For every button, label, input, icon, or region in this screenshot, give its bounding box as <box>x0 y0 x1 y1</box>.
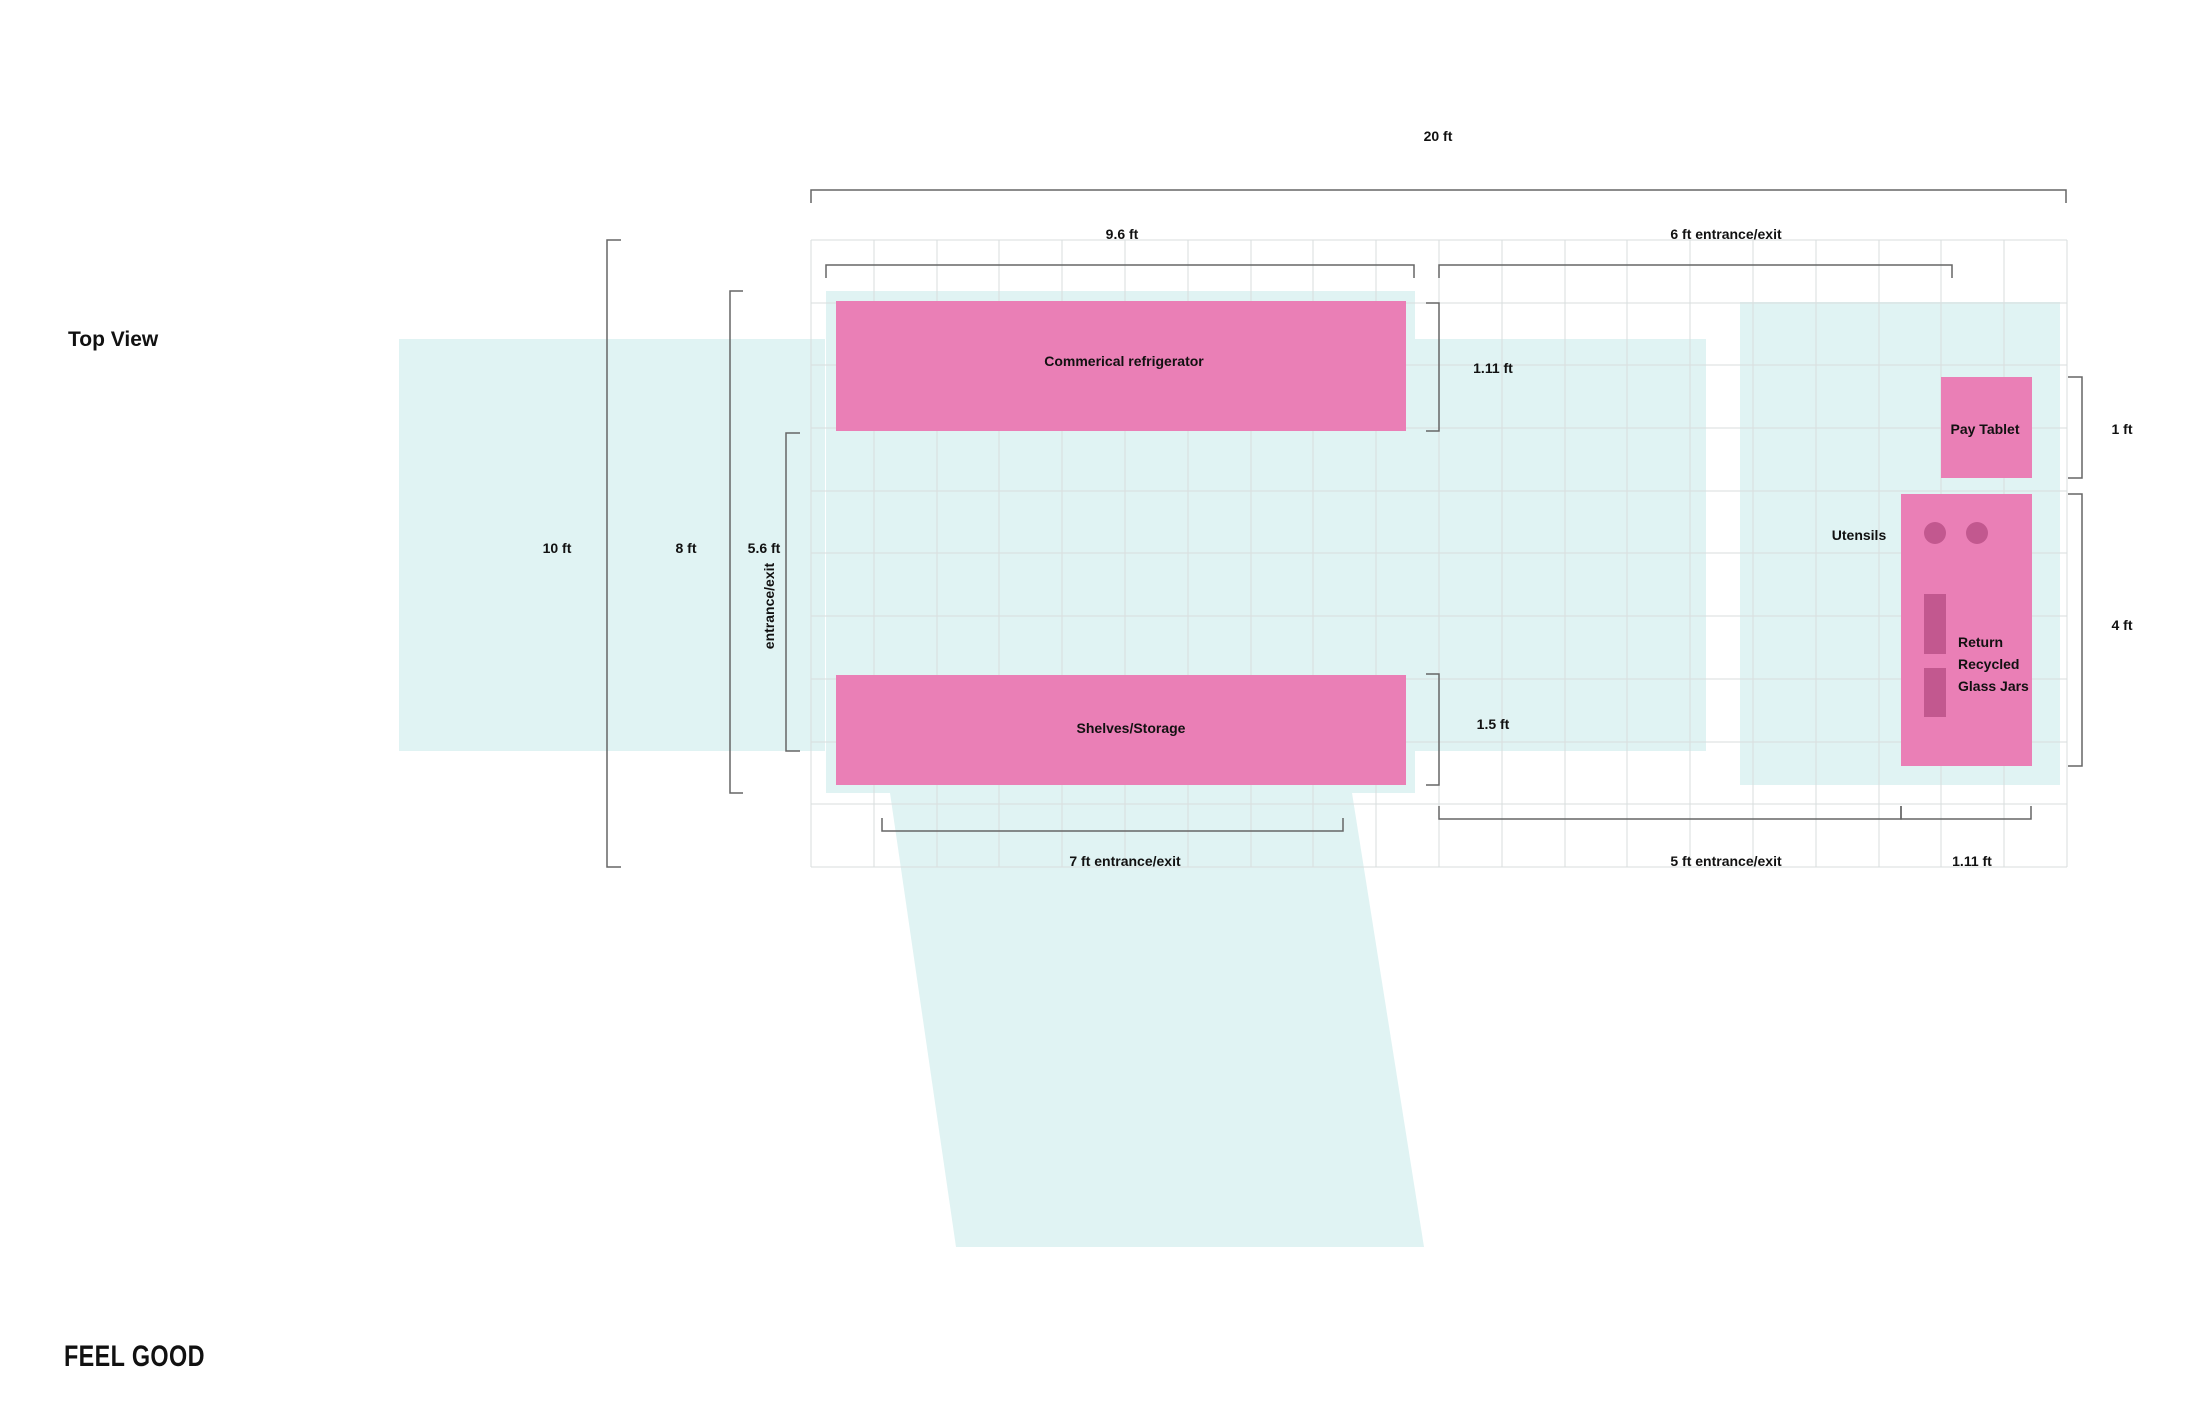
shelves-label: Shelves/Storage <box>1077 720 1186 736</box>
utensil-holder-right <box>1966 522 1988 544</box>
utensil-holder-left <box>1924 522 1946 544</box>
brand-logo: FEEL GOOD <box>64 1340 205 1373</box>
jar-slot-lower <box>1924 668 1946 717</box>
jar-return-label-1: Return <box>1958 634 2003 650</box>
side-opening-bracket <box>785 432 800 752</box>
jar-return-counter <box>1901 494 2032 766</box>
center-aisle-zone <box>1415 339 1706 751</box>
refrigerator <box>836 301 1406 431</box>
overall-depth-bracket <box>606 239 621 868</box>
counter-depth-bracket <box>1900 806 2032 820</box>
right-entrance-label: 6 ft entrance/exit <box>1670 226 1782 242</box>
shelves-storage <box>836 675 1406 785</box>
fixture-labels: Commerical refrigerator Shelves/Storage … <box>1044 353 2029 736</box>
dimension-lines <box>606 189 2083 868</box>
inner-depth-label: 8 ft <box>676 540 697 556</box>
pay-tablet <box>1941 377 2032 478</box>
side-opening-caption: entrance/exit <box>761 562 777 649</box>
side-opening-label: 5.6 ft <box>748 540 781 556</box>
front-walkway-zone <box>890 793 1424 1247</box>
shelves-depth-label: 1.5 ft <box>1477 716 1510 732</box>
tablet-width-bracket <box>2068 376 2083 479</box>
inner-depth-bracket <box>729 290 743 794</box>
refrigerator-depth-label: 1.11 ft <box>1473 360 1513 376</box>
shelves-depth-bracket <box>1426 673 1440 786</box>
refrigerator-length-label: 9.6 ft <box>1106 226 1139 242</box>
overall-depth-label: 10 ft <box>543 540 572 556</box>
jar-return-label-2: Recycled <box>1958 656 2019 672</box>
jar-return-label-3: Glass Jars <box>1958 678 2029 694</box>
fixtures <box>836 301 2032 785</box>
overall-length-label: 20 ft <box>1424 128 1453 144</box>
tablet-width-label: 1 ft <box>2112 421 2133 437</box>
overall-length-bracket <box>810 189 2067 203</box>
front-entrance-label: 7 ft entrance/exit <box>1069 853 1181 869</box>
left-entry-zone <box>399 339 825 751</box>
refrigerator-label: Commerical refrigerator <box>1044 353 1204 369</box>
utensils-label: Utensils <box>1832 527 1887 543</box>
refrigerator-length-bracket <box>825 264 1415 278</box>
refrigerator-depth-bracket <box>1426 302 1440 432</box>
counter-length-bracket <box>2068 493 2083 767</box>
front-entrance-bracket <box>881 818 1344 832</box>
rear-entrance-label: 5 ft entrance/exit <box>1670 853 1782 869</box>
dimension-labels: 20 ft 9.6 ft 6 ft entrance/exit 10 ft 8 … <box>543 128 2133 869</box>
pay-tablet-label: Pay Tablet <box>1951 421 2020 437</box>
page-title: Top View <box>68 328 159 351</box>
rear-entrance-bracket <box>1438 806 1902 820</box>
counter-depth-label: 1.11 ft <box>1952 853 1992 869</box>
right-entrance-bracket <box>1438 264 1953 278</box>
jar-slot-upper <box>1924 594 1946 654</box>
counter-length-label: 4 ft <box>2112 617 2133 633</box>
